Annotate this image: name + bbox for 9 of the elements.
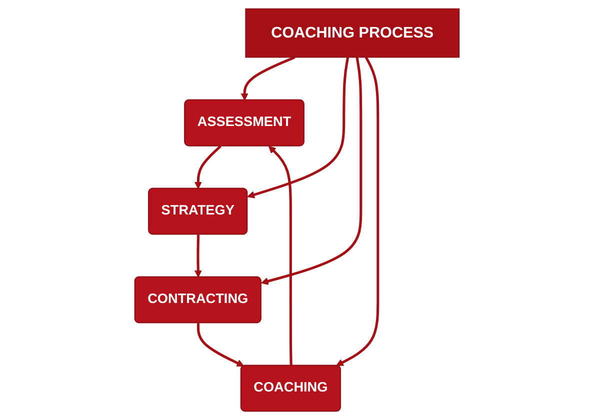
- arrow: [194, 145, 222, 190]
- arrow: [260, 57, 362, 285]
- arrow: [196, 323, 244, 367]
- arrow: [240, 56, 296, 101]
- arrow: [247, 57, 350, 198]
- arrow: [194, 234, 202, 278]
- arrow: [268, 146, 292, 366]
- node-box: COACHING PROCESS: [245, 8, 460, 58]
- arrow: [336, 56, 380, 366]
